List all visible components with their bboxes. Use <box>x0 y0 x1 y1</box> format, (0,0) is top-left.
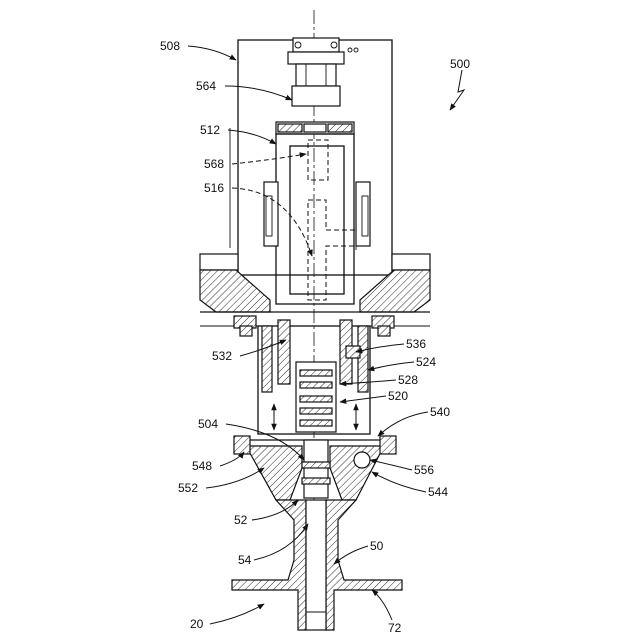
stem-504 <box>302 440 330 498</box>
actuator-564 <box>288 38 358 106</box>
label-504: 504 <box>198 417 218 431</box>
label-548: 548 <box>192 459 212 473</box>
label-508: 508 <box>160 39 180 53</box>
assembly-number: 500 <box>450 57 470 71</box>
label-568: 568 <box>204 157 224 171</box>
label-54: 54 <box>238 553 252 567</box>
cup-flanges <box>200 254 430 326</box>
label-528: 528 <box>398 373 418 387</box>
label-540: 540 <box>430 405 450 419</box>
label-544: 544 <box>428 485 448 499</box>
piston-520 <box>296 362 336 432</box>
label-20: 20 <box>190 617 204 631</box>
spindle-516 <box>290 140 356 300</box>
label-520: 520 <box>388 389 408 403</box>
label-50: 50 <box>370 539 384 553</box>
label-516: 516 <box>204 181 224 195</box>
label-556: 556 <box>414 463 434 477</box>
label-536: 536 <box>406 337 426 351</box>
label-52: 52 <box>234 513 248 527</box>
label-564: 564 <box>196 79 216 93</box>
label-72: 72 <box>388 621 402 635</box>
label-532: 532 <box>212 349 232 363</box>
label-552: 552 <box>178 481 198 495</box>
label-512: 512 <box>200 123 220 137</box>
upper-block-512 <box>276 122 354 304</box>
label-524: 524 <box>416 355 436 369</box>
